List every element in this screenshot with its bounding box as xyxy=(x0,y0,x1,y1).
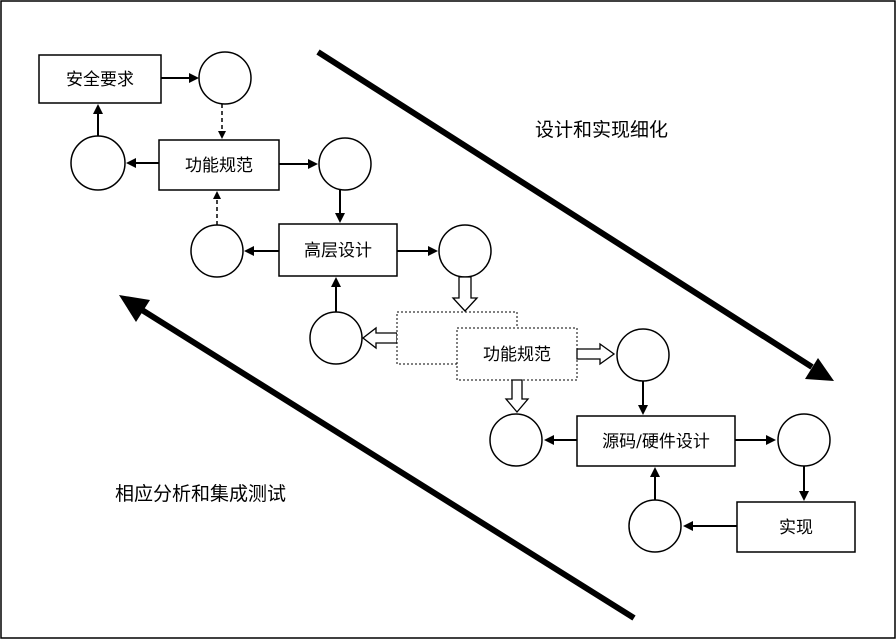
box-safety-requirements-label: 安全要求 xyxy=(66,70,134,90)
hollow-arrow-fspec2-down xyxy=(504,379,530,414)
node-1 xyxy=(198,51,252,105)
hollow-arrow-to-node6 xyxy=(361,326,398,350)
box-high-level-design xyxy=(278,223,398,277)
hollow-arrow-fspec2-right xyxy=(576,342,616,366)
node-3 xyxy=(318,137,372,191)
testing-arrow-head xyxy=(119,295,150,322)
box-functional-spec-2-label: 功能规范 xyxy=(483,345,551,365)
node-4 xyxy=(190,224,244,278)
box-implementation-label: 实现 xyxy=(779,518,813,538)
refinement-arrow-head xyxy=(805,358,834,381)
box-implementation xyxy=(736,501,856,553)
box-source-hw-design-label: 源码/硬件设计 xyxy=(602,432,710,452)
refinement-arrow-line xyxy=(316,49,814,370)
hollow-arrow-node5-down xyxy=(451,276,479,312)
node-2 xyxy=(70,135,126,191)
node-5 xyxy=(438,224,492,278)
box-functional-spec-2 xyxy=(456,327,578,381)
box-high-level-design-label: 高层设计 xyxy=(304,241,372,261)
node-9 xyxy=(777,413,831,467)
box-safety-requirements xyxy=(38,54,162,104)
caption-analysis-testing: 相应分析和集成测试 xyxy=(115,483,286,505)
node-6 xyxy=(309,311,363,365)
testing-arrow-line xyxy=(140,307,636,621)
node-10 xyxy=(628,499,682,553)
box-functional-spec-1 xyxy=(158,139,280,191)
box-functional-spec-1-label: 功能规范 xyxy=(185,156,253,176)
node-7 xyxy=(616,328,670,382)
node-8 xyxy=(489,413,543,467)
caption-design-refinement: 设计和实现细化 xyxy=(535,119,668,141)
box-source-hw-design xyxy=(576,415,736,467)
